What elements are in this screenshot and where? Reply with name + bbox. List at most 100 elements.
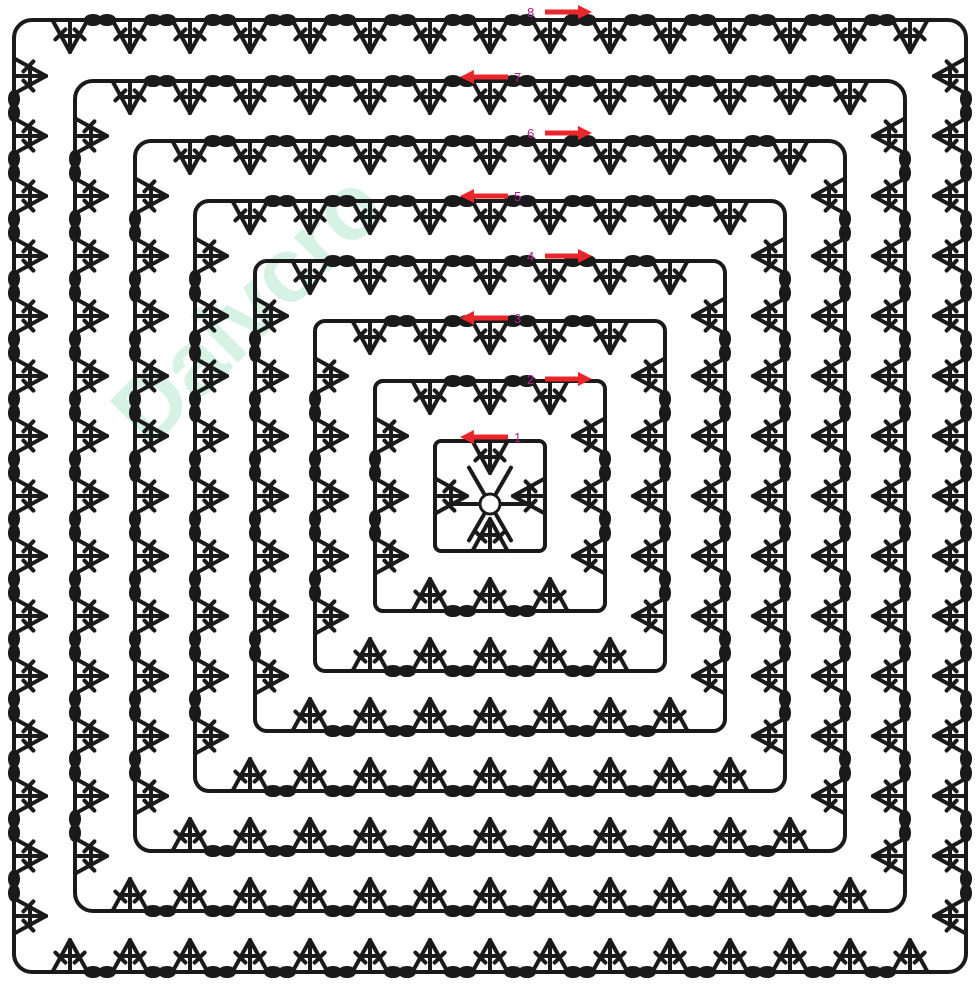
dc-v-stitch-icon (352, 879, 387, 911)
dc-v-stitch-icon (873, 538, 905, 573)
dc-v-stitch-icon (652, 940, 687, 972)
dc-v-stitch-icon (772, 20, 807, 52)
dc-v-stitch-icon (472, 699, 507, 731)
dc-v-stitch-icon (472, 201, 507, 233)
dc-v-stitch-icon (592, 261, 627, 293)
dc-v-stitch-icon (873, 418, 905, 453)
dc-v-stitch-icon (412, 759, 447, 791)
round-outline (375, 381, 605, 611)
dc-v-stitch-icon (255, 598, 287, 633)
dc-v-stitch-icon (195, 718, 227, 753)
dc-v-stitch-icon (14, 238, 46, 273)
dc-v-stitch-icon (135, 778, 167, 813)
dc-v-stitch-icon (75, 478, 107, 513)
dc-v-stitch-icon (135, 598, 167, 633)
dc-v-stitch-icon (352, 141, 387, 173)
dc-v-stitch-icon (693, 298, 725, 333)
dc-v-stitch-icon (753, 418, 785, 453)
dc-v-stitch-icon (693, 418, 725, 453)
dc-v-stitch-icon (135, 478, 167, 513)
dc-v-stitch-icon (412, 940, 447, 972)
dc-v-stitch-icon (573, 418, 605, 453)
dc-v-stitch-icon (472, 261, 507, 293)
dc-v-stitch-icon (592, 639, 627, 671)
dc-v-stitch-icon (532, 261, 567, 293)
dc-v-stitch-icon (813, 478, 845, 513)
dc-v-stitch-icon (532, 81, 567, 113)
dc-v-stitch-icon (352, 81, 387, 113)
dc-v-stitch-icon (292, 879, 327, 911)
dc-v-stitch-icon (135, 238, 167, 273)
dc-v-stitch-icon (693, 658, 725, 693)
dc-v-stitch-icon (172, 879, 207, 911)
dc-v-stitch-icon (873, 358, 905, 393)
dc-v-stitch-icon (832, 20, 867, 52)
dc-v-stitch-icon (255, 538, 287, 573)
dc-v-stitch-icon (532, 381, 567, 413)
dc-v-stitch-icon (934, 118, 966, 153)
dc-v-stitch-icon (412, 381, 447, 413)
dc-v-stitch-icon (135, 178, 167, 213)
dc-v-stitch-icon (753, 238, 785, 273)
dc-v-stitch-icon (315, 418, 347, 453)
dc-v-stitch-icon (14, 178, 46, 213)
dc-v-stitch-icon (532, 819, 567, 851)
dc-v-stitch-icon (934, 898, 966, 933)
dc-v-stitch-icon (693, 358, 725, 393)
dc-v-stitch-icon (873, 778, 905, 813)
dc-v-stitch-icon (292, 759, 327, 791)
dc-v-stitch-icon (892, 940, 927, 972)
dc-v-stitch-icon (753, 358, 785, 393)
dc-v-stitch-icon (232, 879, 267, 911)
dc-v-stitch-icon (412, 819, 447, 851)
dc-v-stitch-icon (693, 598, 725, 633)
dc-v-stitch-icon (14, 598, 46, 633)
round-number: 4 (527, 249, 534, 264)
dc-v-stitch-icon (753, 298, 785, 333)
dc-v-stitch-icon (652, 261, 687, 293)
dc-v-stitch-icon (693, 478, 725, 513)
dc-v-stitch-icon (412, 579, 447, 611)
dc-v-stitch-icon (375, 478, 407, 513)
dc-v-stitch-icon (573, 478, 605, 513)
round-number: 3 (514, 311, 521, 326)
dc-v-stitch-icon (753, 538, 785, 573)
dc-v-stitch-icon (652, 81, 687, 113)
dc-v-stitch-icon (934, 358, 966, 393)
dc-v-stitch-icon (412, 879, 447, 911)
dc-v-stitch-icon (172, 819, 207, 851)
dc-v-stitch-icon (472, 20, 507, 52)
dc-v-stitch-icon (232, 759, 267, 791)
dc-v-stitch-icon (652, 879, 687, 911)
dc-v-stitch-icon (753, 658, 785, 693)
dc-v-stitch-icon (472, 141, 507, 173)
round-3 (311, 317, 669, 675)
dc-v-stitch-icon (472, 321, 507, 353)
dc-v-stitch-icon (292, 20, 327, 52)
dc-v-stitch-icon (532, 639, 567, 671)
dc-v-stitch-icon (934, 58, 966, 93)
dc-v-stitch-icon (592, 699, 627, 731)
dc-v-stitch-icon (292, 699, 327, 731)
dc-v-stitch-icon (934, 778, 966, 813)
dc-v-stitch-icon (532, 579, 567, 611)
dc-v-stitch-icon (633, 418, 665, 453)
dc-v-stitch-icon (813, 238, 845, 273)
dc-v-stitch-icon (772, 819, 807, 851)
dc-v-stitch-icon (435, 478, 467, 513)
dc-v-stitch-icon (592, 141, 627, 173)
direction-arrow-icon (545, 372, 592, 386)
dc-v-stitch-icon (532, 699, 567, 731)
dc-v-stitch-icon (712, 81, 747, 113)
dc-v-stitch-icon (873, 238, 905, 273)
dc-v-stitch-icon (14, 718, 46, 753)
dc-v-stitch-icon (412, 141, 447, 173)
center-post (496, 468, 511, 494)
dc-v-stitch-icon (813, 778, 845, 813)
dc-v-stitch-icon (14, 358, 46, 393)
dc-v-stitch-icon (75, 778, 107, 813)
dc-v-stitch-icon (772, 940, 807, 972)
round-number: 2 (527, 372, 534, 387)
dc-v-stitch-icon (135, 538, 167, 573)
dc-v-stitch-icon (14, 778, 46, 813)
